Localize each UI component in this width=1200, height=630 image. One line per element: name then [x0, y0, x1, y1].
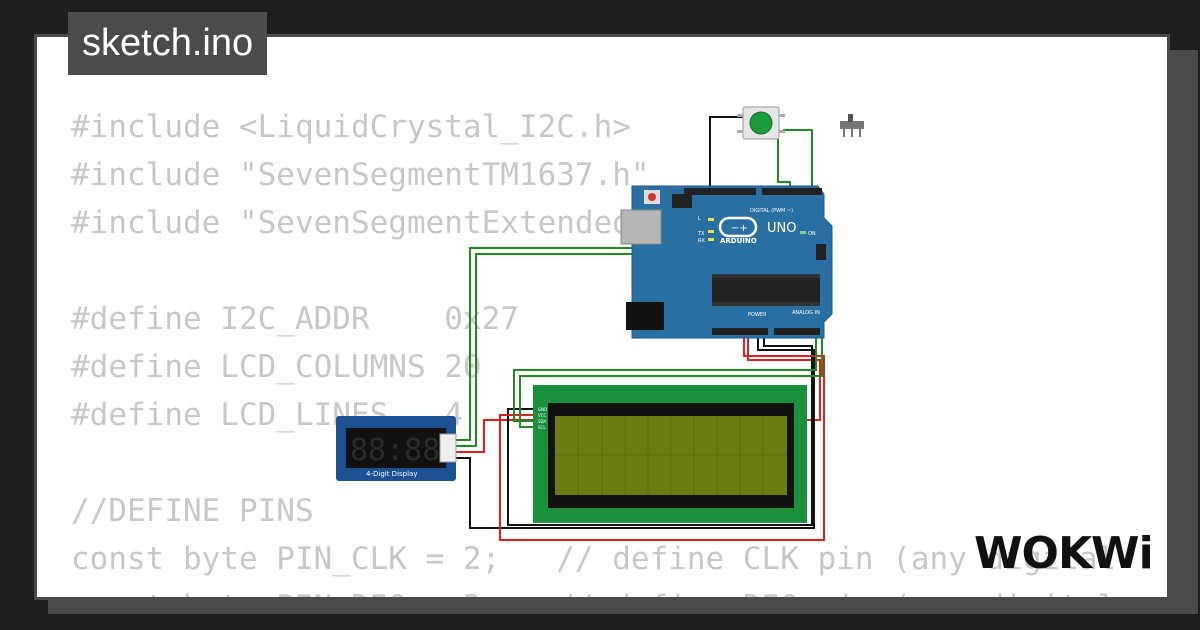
svg-text:GND: GND	[538, 407, 547, 412]
code-line: const byte PIN_CLK = 2; // define CLK pi…	[71, 541, 1117, 577]
pushbutton[interactable]	[737, 106, 785, 140]
arduino-brand: ARDUINO	[720, 237, 757, 245]
digital-header	[684, 188, 756, 195]
analog-header	[774, 328, 820, 335]
wire-button-black	[709, 116, 745, 192]
atmega-chip	[712, 278, 820, 302]
svg-text:−+: −+	[731, 223, 748, 234]
wire-button-green-2	[783, 129, 813, 192]
tm1637-4digit-display[interactable]: 88:88 4-Digit Display	[336, 416, 457, 481]
code-line: #define I2C_ADDR 0x27	[71, 301, 519, 337]
wire-button-green-1	[777, 135, 791, 192]
svg-text:L: L	[698, 216, 701, 222]
svg-text:ANALOG IN: ANALOG IN	[792, 310, 820, 316]
project-card: #include <LiquidCrystal_I2C.h> #include "…	[34, 34, 1170, 600]
code-line: #include "SevenSegmentExtended.h"	[71, 205, 687, 241]
wokwi-logo[interactable]: WOKWi	[972, 524, 1152, 580]
svg-text:SCL: SCL	[538, 425, 546, 430]
wire-lcd-scl	[519, 336, 823, 428]
svg-text:RX: RX	[698, 238, 705, 244]
seven-segment-caption: 4-Digit Display	[366, 470, 417, 478]
code-line: //DEFINE PINS	[71, 493, 314, 529]
code-editor: #include <LiquidCrystal_I2C.h> #include "…	[71, 103, 1117, 597]
svg-text:POWER: POWER	[748, 312, 767, 318]
seven-segment-digits: 88:88	[350, 433, 440, 468]
arduino-uno-board[interactable]: DIGITAL (PWM ~) −+ UNO ARDUINO TX RX L O…	[620, 185, 833, 339]
svg-text:TX: TX	[697, 231, 705, 237]
wire-lcd-gnd	[507, 336, 813, 526]
svg-text:VCC: VCC	[538, 413, 547, 418]
svg-text:DIGITAL (PWM ~): DIGITAL (PWM ~)	[750, 208, 793, 214]
wire-lcd-vcc	[499, 336, 825, 541]
lcd-i2c-display[interactable]: GND VCC SDA SCL	[533, 385, 807, 523]
usb-port	[620, 209, 662, 245]
wire-tm1637-vcc	[455, 336, 821, 453]
file-title-tab[interactable]: sketch.ino	[68, 12, 268, 75]
svg-text:WOKWi: WOKWi	[974, 528, 1152, 579]
code-line: #include "SevenSegmentTM1637.h"	[71, 157, 650, 193]
code-line: #include <LiquidCrystal_I2C.h>	[71, 109, 631, 145]
pushbutton-cap	[749, 111, 773, 135]
arduino-model: UNO	[767, 221, 796, 236]
wire-tm1637-gnd	[455, 336, 815, 529]
power-header	[712, 328, 768, 335]
code-line: #define LCD_COLUMNS 20	[71, 349, 482, 385]
svg-text:ON: ON	[808, 231, 816, 237]
slide-switch[interactable]	[840, 114, 864, 137]
power-jack	[626, 302, 664, 330]
svg-text:SDA: SDA	[538, 419, 547, 424]
code-line: const byte PIN_DIO = 3; // define DIO pi…	[71, 583, 1116, 597]
